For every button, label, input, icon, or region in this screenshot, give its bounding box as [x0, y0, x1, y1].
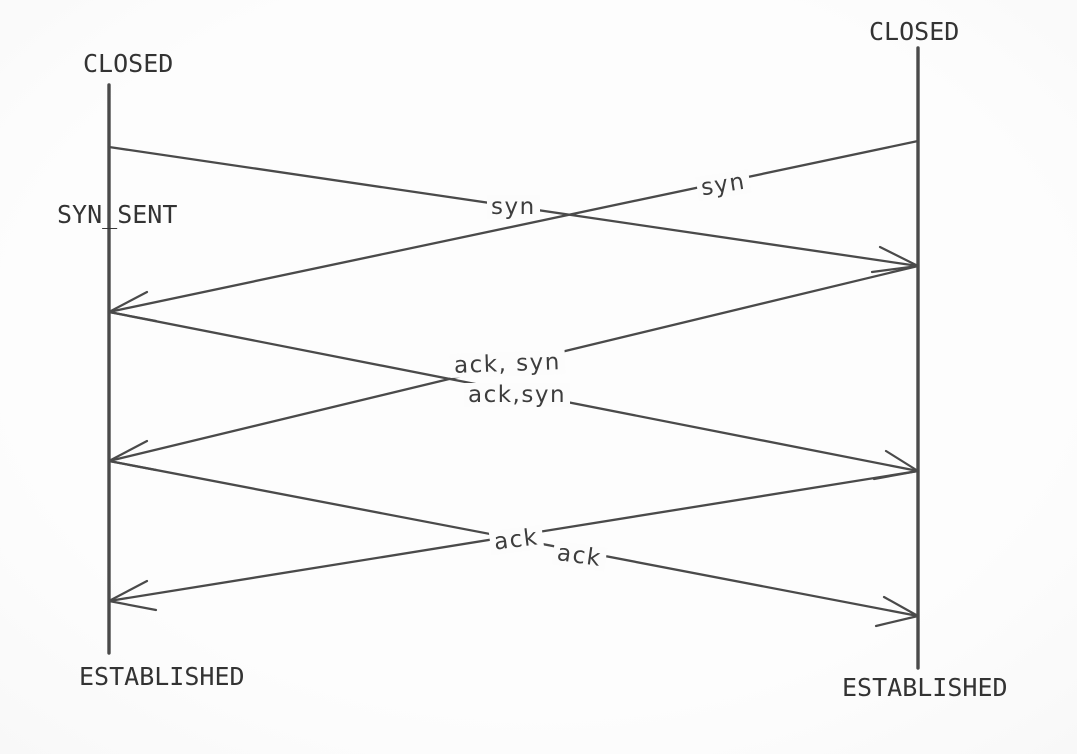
- arrowhead-syn-ltr: [870, 245, 920, 274]
- right-established-state-label: ESTABLISHED: [842, 673, 1008, 702]
- left-closed-state-label: CLOSED: [83, 49, 174, 78]
- arrowhead-syn-rtl: [107, 290, 158, 323]
- acksyn-right-to-left-label: ack, syn: [449, 349, 566, 379]
- arrowhead-ack-ltr: [874, 595, 920, 628]
- arrowhead-acksyn-ltr: [872, 449, 920, 481]
- syn-right-to-left-line: [107, 139, 920, 314]
- arrowhead-ack-rtl: [107, 579, 158, 612]
- right-closed-state-label: CLOSED: [869, 17, 960, 46]
- left-syn-sent-state-label: SYN_SENT: [57, 200, 178, 229]
- left-established-state-label: ESTABLISHED: [79, 662, 245, 691]
- ack-right-to-left-label: ack: [488, 524, 544, 556]
- arrowhead-acksyn-rtl: [107, 439, 158, 472]
- syn-left-to-right-label: syn: [487, 195, 540, 219]
- acksyn-left-to-right-label: ack,syn: [464, 383, 571, 407]
